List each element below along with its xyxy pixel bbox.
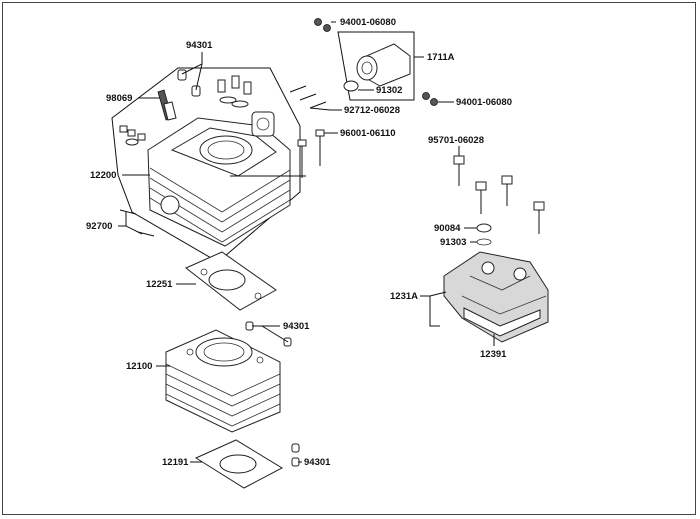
valve-seals — [119, 125, 146, 146]
leader-lines — [118, 21, 495, 463]
label-95701-06028: 95701-06028 — [428, 135, 484, 146]
pins-92700 — [119, 209, 155, 237]
cylinder-head — [147, 111, 291, 247]
label-92712-06028: 92712-06028 — [344, 105, 400, 116]
label-94301-top: 94301 — [186, 40, 213, 51]
label-1711a: 1711A — [427, 52, 455, 63]
label-94001-06080-b: 94001-06080 — [456, 97, 512, 108]
label-92700: 92700 — [86, 221, 112, 232]
label-94301-bottom: 94301 — [304, 457, 331, 468]
bolts-96001 — [297, 129, 325, 178]
base-gasket — [194, 439, 284, 489]
label-12100: 12100 — [126, 361, 152, 372]
spark-plug — [157, 89, 177, 121]
cylinder-head-cover — [443, 251, 549, 343]
bolts-95701 — [453, 155, 545, 234]
cap-90084 — [476, 223, 492, 246]
cylinder-head-group-outline — [111, 67, 301, 263]
dowel-pins-bottom — [291, 443, 300, 467]
label-91302: 91302 — [376, 85, 402, 96]
head-gasket — [185, 251, 277, 311]
label-12191: 12191 — [162, 457, 189, 468]
label-91303: 91303 — [440, 237, 466, 248]
label-1231a: 1231A — [390, 291, 418, 302]
valve-collars — [217, 75, 252, 108]
intake-manifold — [343, 43, 411, 92]
label-90084: 90084 — [434, 223, 461, 234]
nuts-94001 — [314, 18, 438, 106]
dowel-pins-top — [177, 69, 201, 97]
cylinder-block — [165, 329, 281, 433]
label-94301-mid: 94301 — [283, 321, 310, 332]
label-12391: 12391 — [480, 349, 507, 360]
label-96001-06110: 96001-06110 — [340, 128, 395, 139]
studs-92712 — [289, 85, 327, 109]
label-12251: 12251 — [146, 279, 173, 290]
diagram-frame — [2, 2, 696, 515]
label-94001-06080-a: 94001-06080 — [340, 17, 396, 28]
label-12200: 12200 — [90, 170, 116, 181]
intake-group-outline — [337, 31, 415, 101]
label-98069: 98069 — [106, 93, 132, 104]
